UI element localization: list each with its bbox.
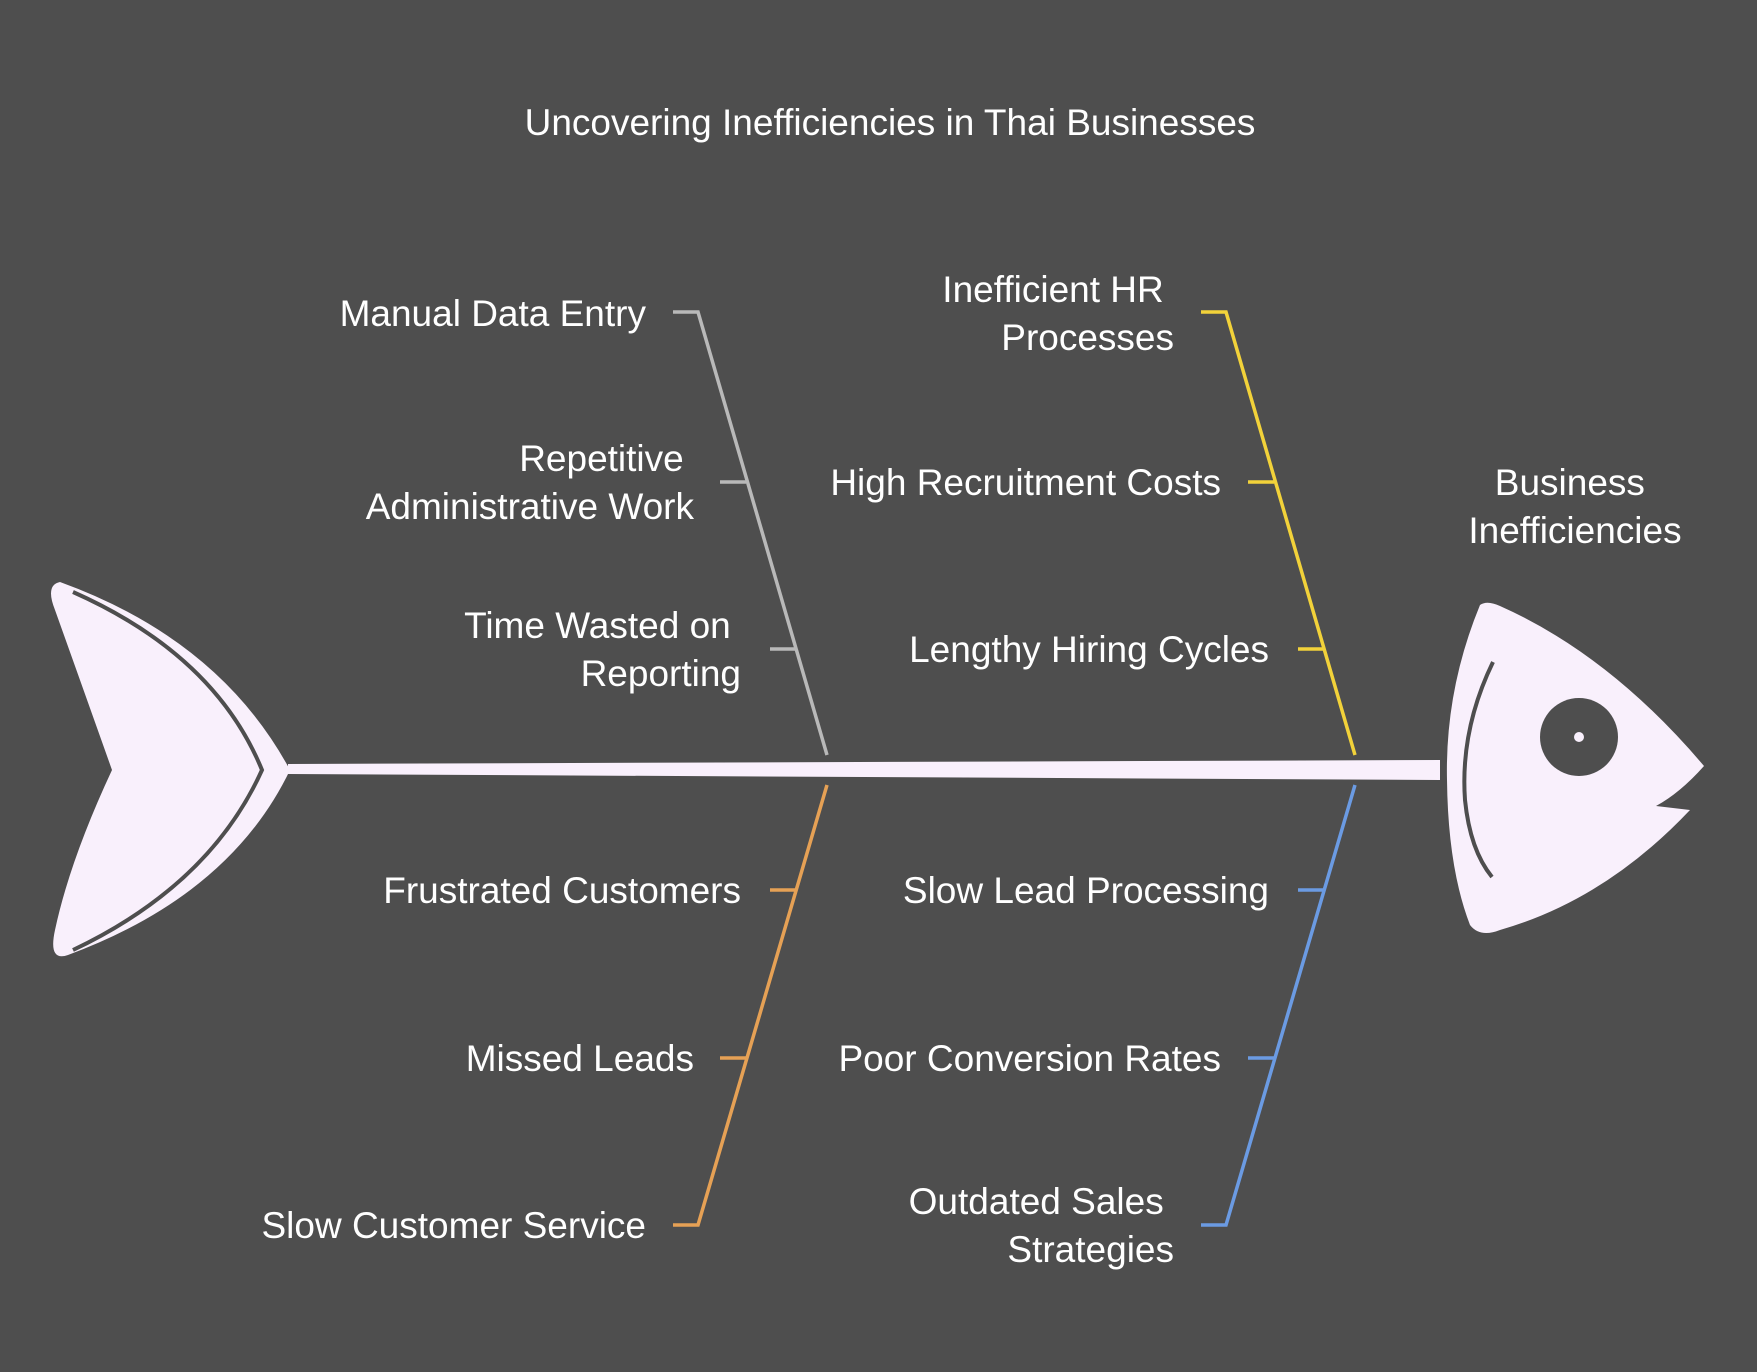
cause-label-line1: High Recruitment Costs: [830, 462, 1221, 503]
cause-outdated-sales: Outdated Sales Strategies: [909, 1181, 1174, 1270]
cause-label-line1: Frustrated Customers: [383, 870, 741, 911]
branch-hr: Inefficient HR Processes High Recruitmen…: [830, 269, 1357, 756]
cause-label-line2: Processes: [1001, 317, 1174, 358]
branch-sales: Slow Lead Processing Poor Conversion Rat…: [838, 784, 1357, 1270]
cause-label-line1: Lengthy Hiring Cycles: [909, 629, 1269, 670]
branch-customer-bone: [673, 784, 829, 1227]
branch-hr-bone: [1201, 310, 1357, 756]
cause-label-line2: Reporting: [581, 653, 741, 694]
cause-label-line1: Slow Customer Service: [261, 1205, 646, 1246]
cause-label-line1: Inefficient HR: [942, 269, 1163, 310]
branch-admin-bone: [673, 310, 829, 756]
fish-spine: [288, 760, 1440, 780]
cause-poor-conversion-rates: Poor Conversion Rates: [838, 1038, 1221, 1079]
branch-sales-bone: [1201, 784, 1357, 1227]
cause-manual-data-entry: Manual Data Entry: [340, 293, 647, 334]
cause-label-line2: Strategies: [1007, 1229, 1174, 1270]
cause-label-line1: Missed Leads: [466, 1038, 694, 1079]
cause-lengthy-hiring: Lengthy Hiring Cycles: [909, 629, 1269, 670]
cause-inefficient-hr: Inefficient HR Processes: [942, 269, 1174, 358]
cause-time-wasted-reporting: Time Wasted on Reporting: [464, 605, 741, 694]
cause-label-line1: Manual Data Entry: [340, 293, 647, 334]
effect-label: Business Inefficiencies: [1468, 462, 1681, 551]
fish-tail: [51, 582, 290, 957]
cause-label-line1: Repetitive: [519, 438, 684, 479]
cause-high-recruitment-costs: High Recruitment Costs: [830, 462, 1221, 503]
cause-label-line1: Slow Lead Processing: [903, 870, 1269, 911]
cause-missed-leads: Missed Leads: [466, 1038, 694, 1079]
cause-label-line1: Poor Conversion Rates: [838, 1038, 1221, 1079]
effect-label-line2: Inefficiencies: [1468, 510, 1681, 551]
cause-label-line2: Administrative Work: [366, 486, 695, 527]
fish-head: [1446, 602, 1704, 934]
effect-label-line1: Business: [1495, 462, 1645, 503]
cause-frustrated-customers: Frustrated Customers: [383, 870, 741, 911]
branch-admin: Manual Data Entry Repetitive Administrat…: [340, 293, 829, 756]
diagram-title: Uncovering Inefficiencies in Thai Busine…: [525, 102, 1256, 143]
cause-slow-lead-processing: Slow Lead Processing: [903, 870, 1269, 911]
cause-slow-customer-service: Slow Customer Service: [261, 1205, 646, 1246]
cause-label-line1: Time Wasted on: [464, 605, 731, 646]
branch-customer: Frustrated Customers Missed Leads Slow C…: [261, 784, 829, 1246]
cause-label-line1: Outdated Sales: [909, 1181, 1164, 1222]
cause-repetitive-admin-work: Repetitive Administrative Work: [366, 438, 695, 527]
